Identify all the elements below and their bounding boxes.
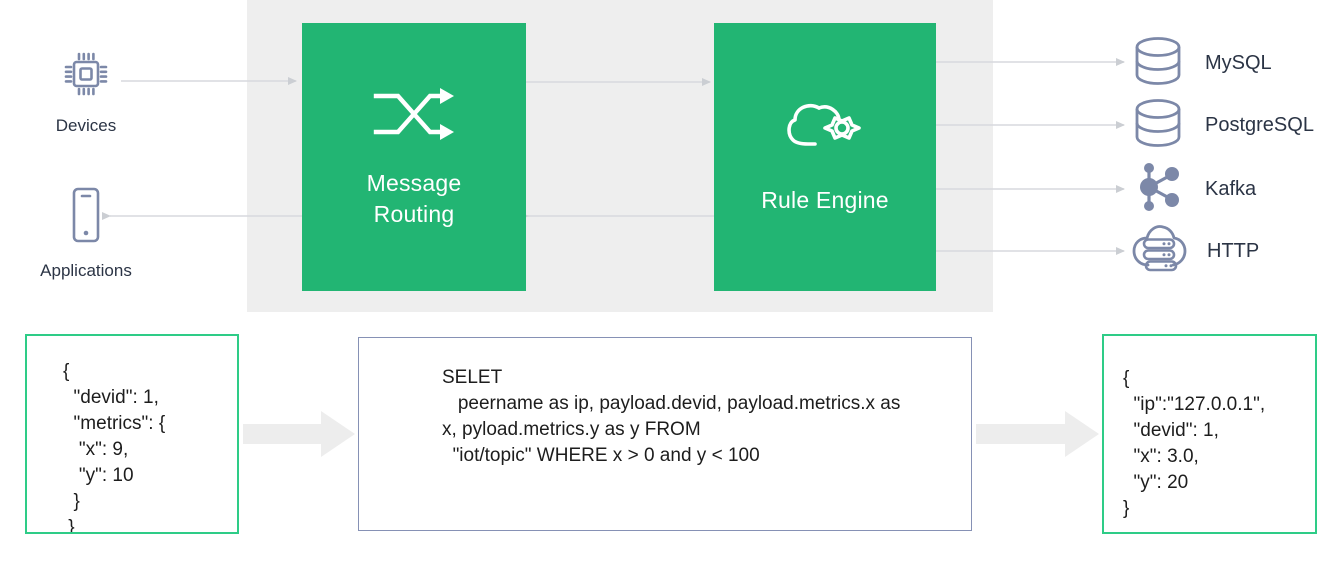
sql-rule-box[interactable]: SELET peername as ip, payload.devid, pay… bbox=[358, 337, 972, 531]
output-payload-text: { "ip":"127.0.0.1", "devid": 1, "x": 3.0… bbox=[1123, 368, 1266, 519]
block-arrow-input-to-sql bbox=[243, 411, 355, 457]
cloud-server-icon bbox=[1130, 221, 1188, 282]
block-arrow-sql-to-output bbox=[976, 411, 1099, 457]
process-box-rule-engine[interactable]: Rule Engine bbox=[714, 23, 936, 291]
mobile-phone-icon bbox=[58, 185, 114, 252]
endpoint-postgresql: PostgreSQL bbox=[1130, 97, 1314, 153]
sql-rule-text: SELET peername as ip, payload.devid, pay… bbox=[442, 367, 901, 466]
endpoint-mysql-label: MySQL bbox=[1205, 51, 1272, 74]
node-network-icon bbox=[1130, 159, 1186, 220]
input-payload-text: { "devid": 1, "metrics": { "x": 9, "y": … bbox=[63, 361, 166, 534]
chip-icon bbox=[58, 46, 114, 107]
output-payload-box[interactable]: { "ip":"127.0.0.1", "devid": 1, "x": 3.0… bbox=[1102, 334, 1317, 534]
endpoint-devices: Devices bbox=[11, 46, 161, 136]
database-cylinder-icon bbox=[1130, 96, 1186, 155]
endpoint-mysql: MySQL bbox=[1130, 35, 1272, 91]
endpoint-postgresql-label: PostgreSQL bbox=[1205, 113, 1314, 136]
endpoint-kafka-label: Kafka bbox=[1205, 177, 1257, 200]
process-box-rule-engine-label: Rule Engine bbox=[761, 187, 889, 213]
shuffle-arrows-icon bbox=[372, 85, 456, 148]
database-cylinder-icon bbox=[1130, 34, 1186, 93]
endpoint-kafka: Kafka bbox=[1130, 161, 1256, 217]
endpoint-http-label: HTTP bbox=[1207, 239, 1260, 262]
input-payload-box[interactable]: { "devid": 1, "metrics": { "x": 9, "y": … bbox=[25, 334, 239, 534]
cloud-gear-icon bbox=[785, 98, 865, 165]
endpoint-applications-label: Applications bbox=[40, 261, 132, 280]
endpoint-devices-label: Devices bbox=[55, 116, 117, 135]
endpoint-applications: Applications bbox=[11, 185, 161, 281]
endpoint-http: HTTP bbox=[1130, 223, 1259, 279]
